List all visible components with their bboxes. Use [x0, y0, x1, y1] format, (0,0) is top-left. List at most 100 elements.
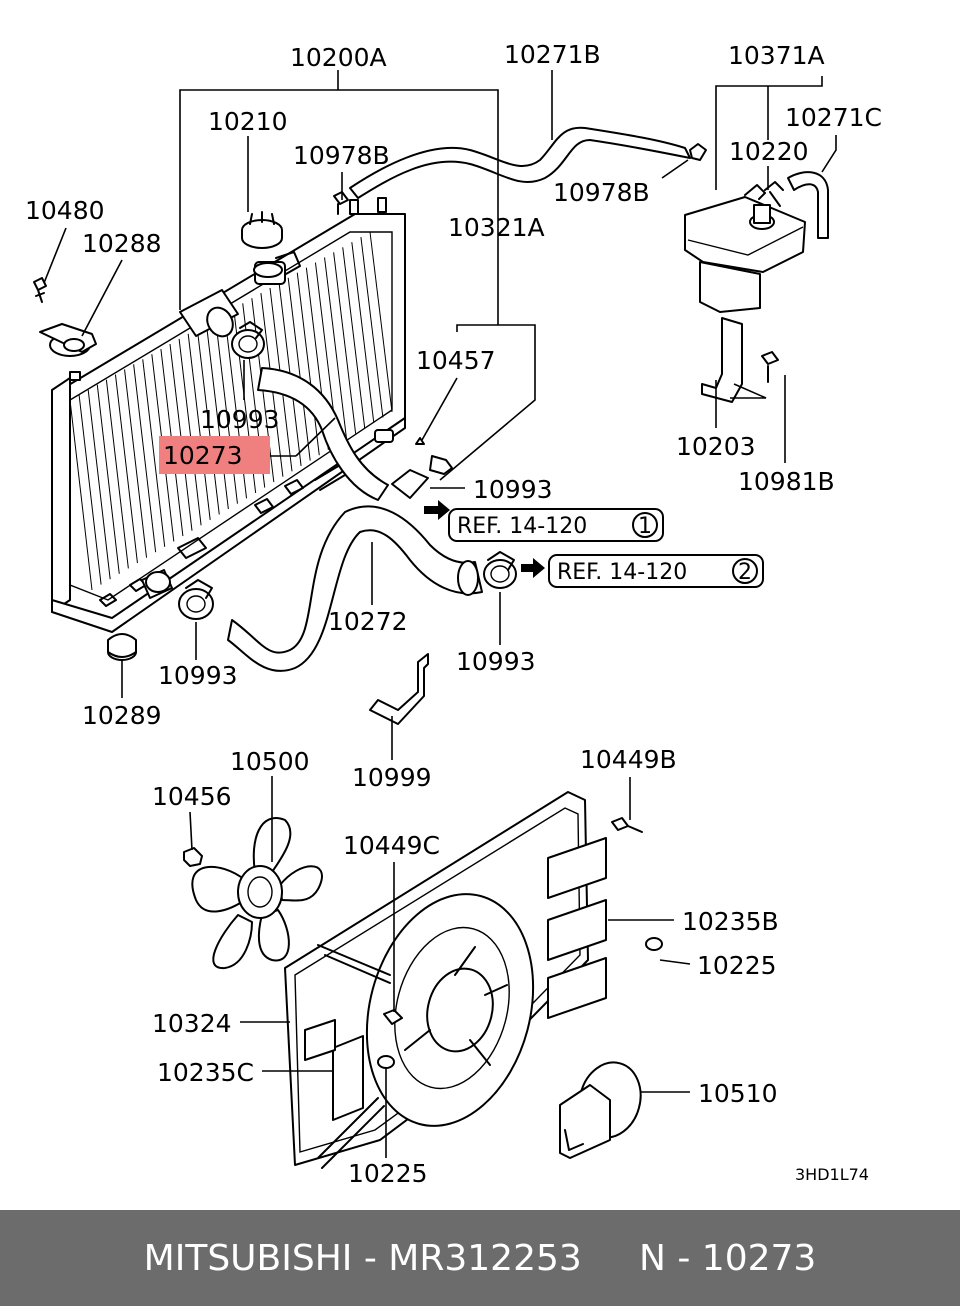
- fan-motor: [559, 1061, 642, 1159]
- reserve-tank-fitting: [744, 181, 784, 200]
- lower-mount-bushing: [107, 633, 137, 661]
- label-10324[interactable]: 10324: [152, 1009, 232, 1038]
- reserve-tank-bracket: [701, 317, 743, 403]
- radiator-fin: [187, 333, 211, 520]
- fan-nut: [183, 847, 203, 867]
- label-10993-lower-left[interactable]: 10993: [158, 661, 238, 690]
- radiator-fin: [133, 364, 157, 553]
- ref-1-number: 1: [638, 514, 652, 539]
- radiator-fin: [333, 252, 357, 434]
- ref-callout-2[interactable]: REF. 14-120 2: [521, 554, 764, 588]
- overflow-hose: [349, 126, 691, 199]
- part-number: MR312253: [388, 1237, 582, 1279]
- radiator-fin: [69, 399, 93, 591]
- part-info-footer: MITSUBISHI - MR312253 N - 10273: [0, 1210, 960, 1306]
- shroud-bolt-10449C: [383, 1009, 403, 1025]
- radiator-fin: [87, 389, 111, 580]
- bolt-10480: [33, 277, 47, 303]
- lower-radiator-hose: [227, 505, 483, 672]
- label-10978B-top[interactable]: 10978B: [293, 141, 390, 170]
- label-10289[interactable]: 10289: [82, 701, 162, 730]
- highlight-box-10273: [159, 436, 270, 474]
- upper-mount-bracket: [39, 323, 97, 357]
- radiator-exploded-diagram: 10200A 10271B 10371A 10210 10978B 10271C…: [25, 40, 882, 1188]
- shroud-fan: [404, 946, 508, 1066]
- cooling-fan: [191, 817, 323, 970]
- hose-clamp-lower-left: [178, 579, 214, 620]
- label-10456[interactable]: 10456: [152, 782, 232, 811]
- circled-number-icon: [732, 558, 758, 584]
- label-10321A[interactable]: 10321A: [448, 213, 545, 242]
- radiator-inlet: [179, 289, 239, 338]
- label-10480[interactable]: 10480: [25, 196, 105, 225]
- label-10220[interactable]: 10220: [729, 137, 809, 166]
- label-10981B[interactable]: 10981B: [738, 467, 835, 496]
- leader-lines: [43, 70, 837, 1158]
- label-10288[interactable]: 10288: [82, 229, 162, 258]
- hose-bracket: [369, 653, 429, 725]
- label-10999[interactable]: 10999: [352, 763, 432, 792]
- label-10449C[interactable]: 10449C: [343, 831, 440, 860]
- radiator-outlet: [141, 569, 173, 599]
- label-10457[interactable]: 10457: [416, 346, 496, 375]
- shroud-insulator-left: [304, 1019, 364, 1121]
- radiator-fin: [196, 328, 220, 515]
- radiator-fin: [105, 379, 129, 569]
- label-10235C[interactable]: 10235C: [157, 1058, 254, 1087]
- radiator-fin: [114, 374, 138, 564]
- reserve-tank-cap: [749, 204, 775, 230]
- diagram-code: 3HD1L74: [795, 1165, 869, 1184]
- label-10271C[interactable]: 10271C: [785, 103, 882, 132]
- radiator-fin: [296, 272, 320, 456]
- radiator-fin: [205, 323, 229, 510]
- label-10993-lower-right[interactable]: 10993: [456, 647, 536, 676]
- filler-neck: [253, 251, 301, 285]
- label-10273[interactable]: 10273: [163, 441, 243, 470]
- ref-1-text: REF. 14-120: [457, 514, 587, 539]
- shroud-clip-10225-lower: [377, 1055, 395, 1069]
- footer-separator: -: [352, 1237, 389, 1279]
- arrow-right-icon: [521, 558, 545, 578]
- reserve-tank-hose: [787, 171, 829, 239]
- radiator-fin: [287, 277, 311, 461]
- label-10510[interactable]: 10510: [698, 1079, 778, 1108]
- label-10225-right[interactable]: 10225: [697, 951, 777, 980]
- label-10500[interactable]: 10500: [230, 747, 310, 776]
- radiator-fin: [369, 231, 393, 413]
- radiator-fin: [342, 247, 366, 429]
- drain-plug: [415, 437, 453, 475]
- arrow-right-icon: [424, 500, 450, 520]
- position-number: N - 10273: [639, 1237, 817, 1279]
- label-10978B-right[interactable]: 10978B: [553, 178, 650, 207]
- reserve-tank-cap-rod: [769, 191, 781, 207]
- label-10210[interactable]: 10210: [208, 107, 288, 136]
- ref-2-text: REF. 14-120: [557, 560, 687, 585]
- lower-hose-end: [457, 560, 479, 596]
- label-10449B[interactable]: 10449B: [580, 745, 677, 774]
- radiator-fin: [96, 384, 120, 574]
- radiator-fin: [360, 237, 384, 418]
- part-labels: 10200A 10271B 10371A 10210 10978B 10271C…: [25, 40, 882, 1188]
- label-10200A[interactable]: 10200A: [290, 43, 387, 72]
- radiator-fin: [351, 242, 375, 423]
- label-10993-gasket[interactable]: 10993: [473, 475, 553, 504]
- drain-plug-gasket: [391, 469, 429, 499]
- shroud-bolt-10449B: [611, 817, 643, 833]
- label-10271B[interactable]: 10271B: [504, 40, 601, 69]
- radiator-fin: [142, 359, 166, 547]
- radiator-fin: [124, 369, 148, 558]
- label-10272[interactable]: 10272: [328, 607, 408, 636]
- label-10371A[interactable]: 10371A: [728, 41, 825, 70]
- label-10225-lower[interactable]: 10225: [348, 1159, 428, 1188]
- label-10993-upper[interactable]: 10993: [200, 405, 280, 434]
- hose-clamp-upper-inlet: [231, 321, 265, 359]
- bracket-bolt: [761, 351, 779, 383]
- label-10235B[interactable]: 10235B: [682, 907, 779, 936]
- label-10203[interactable]: 10203: [676, 432, 756, 461]
- radiator-cap: [241, 211, 283, 249]
- circled-number-icon: [632, 512, 658, 538]
- reserve-tank: [684, 196, 806, 313]
- hose-clamp-lower-right: [483, 551, 517, 589]
- ref-callout-1[interactable]: REF. 14-120 1: [424, 500, 664, 542]
- radiator-fin: [78, 394, 102, 585]
